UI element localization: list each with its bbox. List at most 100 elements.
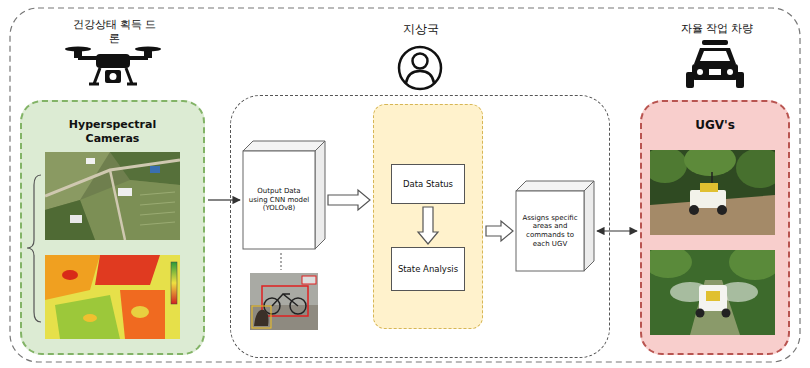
box-text: Output Data using CNN model (YOLOv8) (247, 187, 311, 213)
aerial-photo (45, 152, 180, 240)
analysis-group: Data StatusState Analysis (373, 104, 483, 329)
ndvi-map (45, 255, 100, 300)
box-text: State Analysis (398, 264, 458, 275)
block-arrow (418, 207, 438, 244)
cube-face (243, 151, 315, 249)
ugv-photo (706, 291, 720, 301)
detection-photo (272, 294, 298, 306)
panel-heading: 지상국 (376, 22, 466, 37)
ugv-photo (711, 172, 713, 183)
panel-title: Hyperspectral Cameras (53, 118, 173, 146)
leader-line (281, 253, 282, 270)
box-fill (391, 247, 465, 291)
ndvi-map (95, 255, 160, 285)
leader-line (281, 253, 282, 270)
aerial-photo (150, 166, 160, 173)
box-text: Data Status (403, 179, 453, 190)
cube-face (584, 181, 594, 271)
detection-photo (262, 286, 308, 316)
vehicle-icon (692, 64, 738, 80)
ndvi-map (45, 255, 180, 339)
person-icon (406, 71, 434, 83)
ugv-photo (736, 150, 775, 188)
ndvi-map (83, 314, 97, 322)
ugv-panel: 자율 작업 차량UGV's (640, 100, 790, 355)
command-cube: Assigns specific areas and commands to e… (516, 191, 584, 271)
cube-face (243, 141, 325, 151)
detection-photo (250, 273, 318, 330)
ndvi-map (131, 306, 149, 318)
vehicle-icon (686, 40, 744, 88)
drone-icon (96, 54, 130, 68)
drone-icon (65, 47, 91, 52)
vehicle-icon (727, 69, 733, 75)
block-arrow (486, 221, 513, 241)
panel-heading: 자율 작업 차량 (647, 22, 787, 36)
drone-icon (89, 68, 137, 84)
vehicle-icon (709, 69, 721, 75)
box-text: Assigns specific areas and commands to e… (520, 214, 580, 249)
box-fill (373, 104, 483, 329)
ndvi-map (55, 295, 120, 339)
outer-frame (10, 8, 800, 362)
aerial-photo (110, 170, 125, 240)
block-arrow (328, 190, 370, 210)
ugv-photo (729, 250, 775, 280)
vehicle-icon (700, 51, 730, 61)
ugv-photo (722, 309, 731, 318)
connector-arrow (597, 230, 637, 231)
vehicle-icon (736, 72, 744, 88)
aerial-photo (45, 152, 180, 240)
drone-icon (105, 70, 121, 83)
box-fill (640, 100, 790, 355)
detection-photo (302, 276, 316, 284)
cube-face (516, 181, 594, 191)
ugv-photo (689, 205, 699, 215)
vehicle-icon (702, 40, 728, 45)
aerial-photo (140, 192, 175, 225)
detection-photo (252, 306, 271, 328)
aerial-photo (80, 180, 180, 240)
panel-title: UGV's (655, 118, 775, 133)
ugv-photo (650, 150, 775, 235)
detection-photo (250, 273, 318, 330)
output-cube: Output Data using CNN model (YOLOv8) (243, 151, 315, 249)
ugv-photo (650, 150, 687, 183)
cube-outline (243, 141, 325, 249)
ndvi-map (171, 262, 177, 304)
ugv-photo (717, 205, 727, 215)
ugv-photo (699, 285, 727, 311)
ground-station-panel: 지상국Output Data using CNN model (YOLOv8)D… (230, 95, 610, 358)
aerial-photo (86, 158, 95, 164)
process-box: Data Status (391, 164, 465, 204)
person-icon (399, 47, 441, 89)
ugv-photo (696, 309, 705, 318)
ndvi-map (62, 270, 78, 280)
connector-arrow (208, 199, 240, 200)
cube-face (315, 141, 325, 249)
box-fill (20, 100, 205, 355)
drone-icon (135, 47, 161, 52)
vehicle-icon (694, 48, 736, 64)
outer-frame (10, 8, 800, 362)
box-fill (391, 164, 465, 204)
aerial-photo (118, 188, 132, 196)
vehicle-icon (686, 72, 694, 88)
drone-icon (65, 47, 161, 85)
ndvi-map (45, 255, 180, 339)
ugv-photo (700, 183, 718, 192)
vehicle-icon (697, 69, 703, 75)
bracket (27, 175, 41, 322)
bracket (27, 175, 41, 322)
ugv-photo (650, 250, 775, 335)
person-icon (399, 47, 441, 89)
drone-icon (110, 73, 117, 80)
detection-photo (254, 310, 269, 326)
process-box: State Analysis (391, 247, 465, 291)
sensor-panel: 건강상태 획득 드론Hyperspectral Cameras (20, 100, 205, 355)
person-icon (413, 54, 428, 69)
aerial-photo (70, 215, 82, 223)
panel-heading: 건강상태 획득 드론 (69, 18, 161, 46)
ndvi-map (120, 290, 165, 339)
